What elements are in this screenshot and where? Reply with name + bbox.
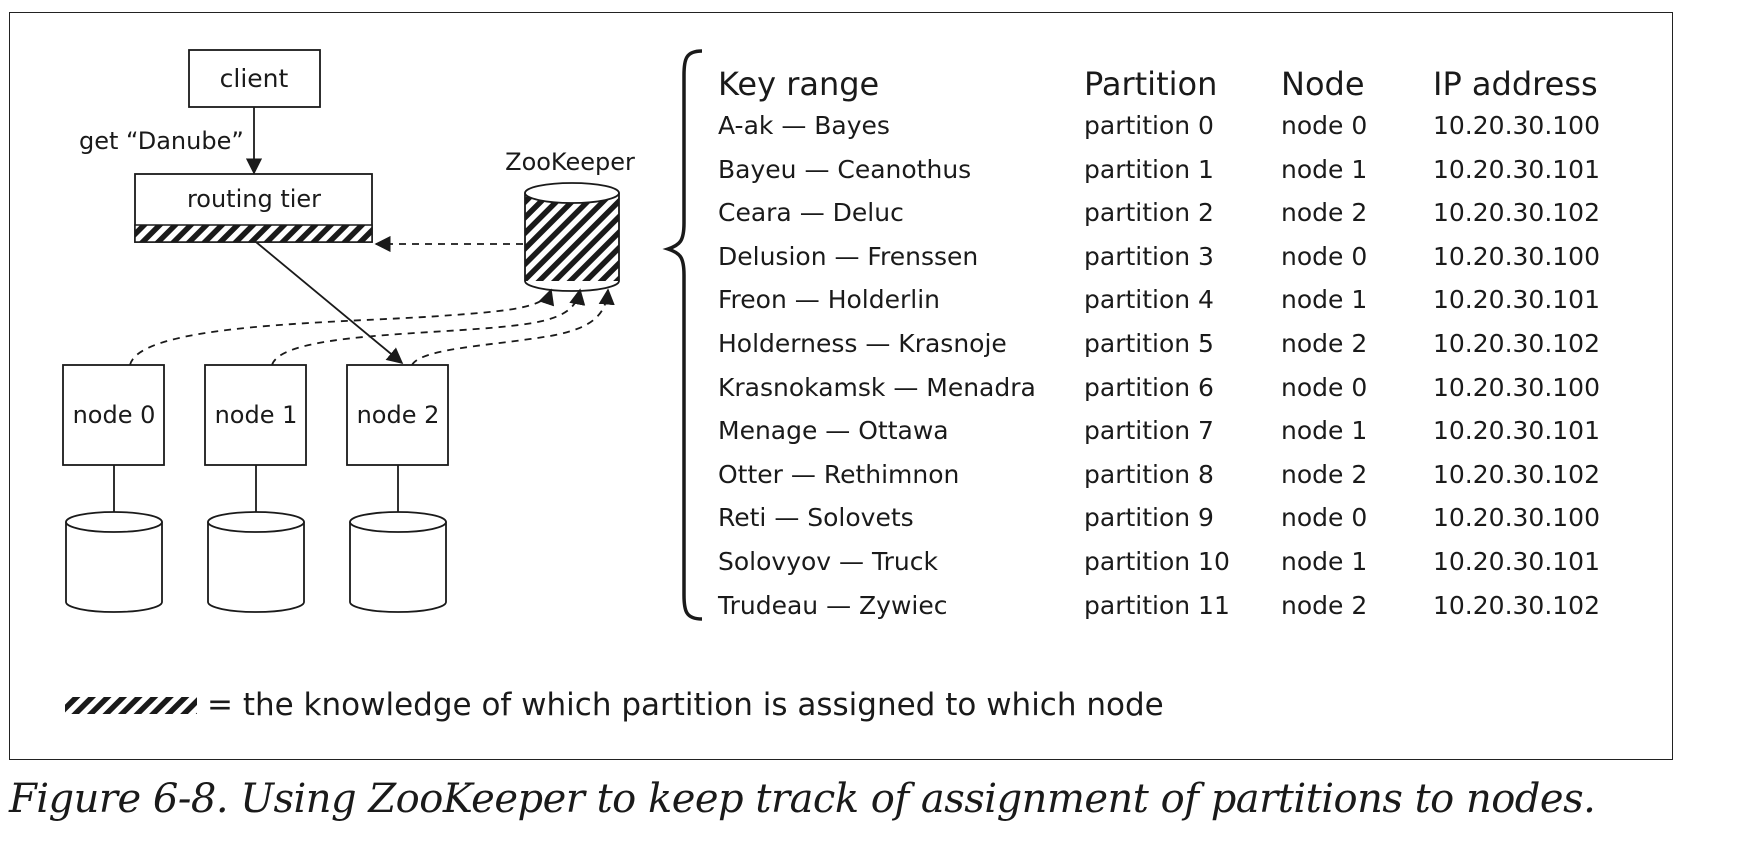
row-7-ip-address: 10.20.30.101 <box>1433 416 1600 446</box>
request-label: get “Danube” <box>79 127 244 155</box>
zookeeper-cylinder <box>524 182 620 292</box>
row-6-node: node 0 <box>1281 372 1368 402</box>
row-3-partition: partition 3 <box>1084 241 1214 271</box>
row-11-node: node 2 <box>1281 590 1368 620</box>
header-node: Node <box>1281 65 1365 103</box>
row-2-partition: partition 2 <box>1084 198 1214 228</box>
row-0-partition: partition 0 <box>1084 111 1214 140</box>
row-10-key-range: Solovyov — Truck <box>718 547 938 576</box>
node1-heartbeat-arrow <box>271 288 586 366</box>
row-7-partition: partition 7 <box>1084 416 1214 446</box>
node-2-label: node 2 <box>357 401 440 429</box>
row-0-ip-address: 10.20.30.100 <box>1433 111 1600 140</box>
client-box <box>188 49 321 108</box>
routing-tier-hatch <box>134 224 373 243</box>
row-5-partition: partition 5 <box>1084 329 1214 358</box>
node-0: node 0 <box>62 364 165 466</box>
row-4-key-range: Freon — Holderlin <box>718 285 941 315</box>
header-partition: Partition <box>1084 65 1218 103</box>
node-1: node 1 <box>204 364 307 466</box>
row-2-node: node 2 <box>1281 198 1368 228</box>
row-8-ip-address: 10.20.30.102 <box>1433 459 1600 489</box>
row-1-node: node 1 <box>1281 154 1368 184</box>
row-0-node: node 0 <box>1281 111 1368 140</box>
row-4-node: node 1 <box>1281 285 1368 315</box>
row-11-partition: partition 11 <box>1084 590 1230 620</box>
figure-caption: Figure 6-8. Using ZooKeeper to keep trac… <box>9 776 1596 822</box>
row-10-ip-address: 10.20.30.101 <box>1433 547 1600 576</box>
architecture-diagram: client get “Danube” routing tier ZooKeep… <box>62 49 703 714</box>
row-8-node: node 2 <box>1281 459 1368 489</box>
row-6-partition: partition 6 <box>1084 372 1214 402</box>
row-3-ip-address: 10.20.30.100 <box>1433 241 1600 271</box>
header-key-range: Key range <box>718 65 880 103</box>
row-6-key-range: Krasnokamsk — Menadra <box>718 372 1036 402</box>
row-3-key-range: Delusion — Frenssen <box>718 241 979 271</box>
node-0-label: node 0 <box>73 401 156 429</box>
row-8-key-range: Otter — Rethimnon <box>718 459 960 489</box>
row-10-node: node 1 <box>1281 547 1368 576</box>
row-11-key-range: Trudeau — Zywiec <box>718 590 948 620</box>
routing-tier-label: routing tier <box>187 185 321 213</box>
node2-heartbeat-arrow <box>411 288 615 366</box>
routing-to-node2-arrow <box>255 241 404 365</box>
node-1-label: node 1 <box>215 401 298 429</box>
row-5-node: node 2 <box>1281 329 1368 358</box>
node-2: node 2 <box>346 364 449 466</box>
legend-text: = the knowledge of which partition is as… <box>207 687 1164 723</box>
node-1-disk <box>207 511 305 613</box>
row-5-ip-address: 10.20.30.102 <box>1433 329 1600 358</box>
row-6-ip-address: 10.20.30.100 <box>1433 372 1600 402</box>
row-7-node: node 1 <box>1281 416 1368 446</box>
figure-frame: client get “Danube” routing tier ZooKeep… <box>9 12 1673 760</box>
row-4-ip-address: 10.20.30.101 <box>1433 285 1600 315</box>
zookeeper-label: ZooKeeper <box>505 148 635 176</box>
row-9-ip-address: 10.20.30.100 <box>1433 503 1600 533</box>
row-5-key-range: Holderness — Krasnoje <box>718 329 1007 358</box>
row-9-node: node 0 <box>1281 503 1368 533</box>
row-7-key-range: Menage — Ottawa <box>718 416 949 446</box>
row-11-ip-address: 10.20.30.102 <box>1433 590 1600 620</box>
row-8-partition: partition 8 <box>1084 459 1214 489</box>
node0-heartbeat-arrow <box>129 288 555 366</box>
header-ip-address: IP address <box>1433 65 1598 103</box>
row-1-partition: partition 1 <box>1084 154 1214 184</box>
row-10-partition: partition 10 <box>1084 547 1230 576</box>
row-3-node: node 0 <box>1281 241 1368 271</box>
row-9-partition: partition 9 <box>1084 503 1214 533</box>
client-label: client <box>220 64 289 93</box>
table-brace <box>662 49 703 621</box>
row-1-key-range: Bayeu — Ceanothus <box>718 154 972 184</box>
row-2-ip-address: 10.20.30.102 <box>1433 198 1600 228</box>
node-0-disk <box>65 511 163 613</box>
legend-hatch-swatch <box>65 697 197 714</box>
row-0-key-range: A-ak — Bayes <box>718 111 890 140</box>
node-2-disk <box>349 511 447 613</box>
row-4-partition: partition 4 <box>1084 285 1214 315</box>
row-2-key-range: Ceara — Deluc <box>718 198 904 228</box>
row-9-key-range: Reti — Solovets <box>718 503 914 533</box>
row-1-ip-address: 10.20.30.101 <box>1433 154 1600 184</box>
